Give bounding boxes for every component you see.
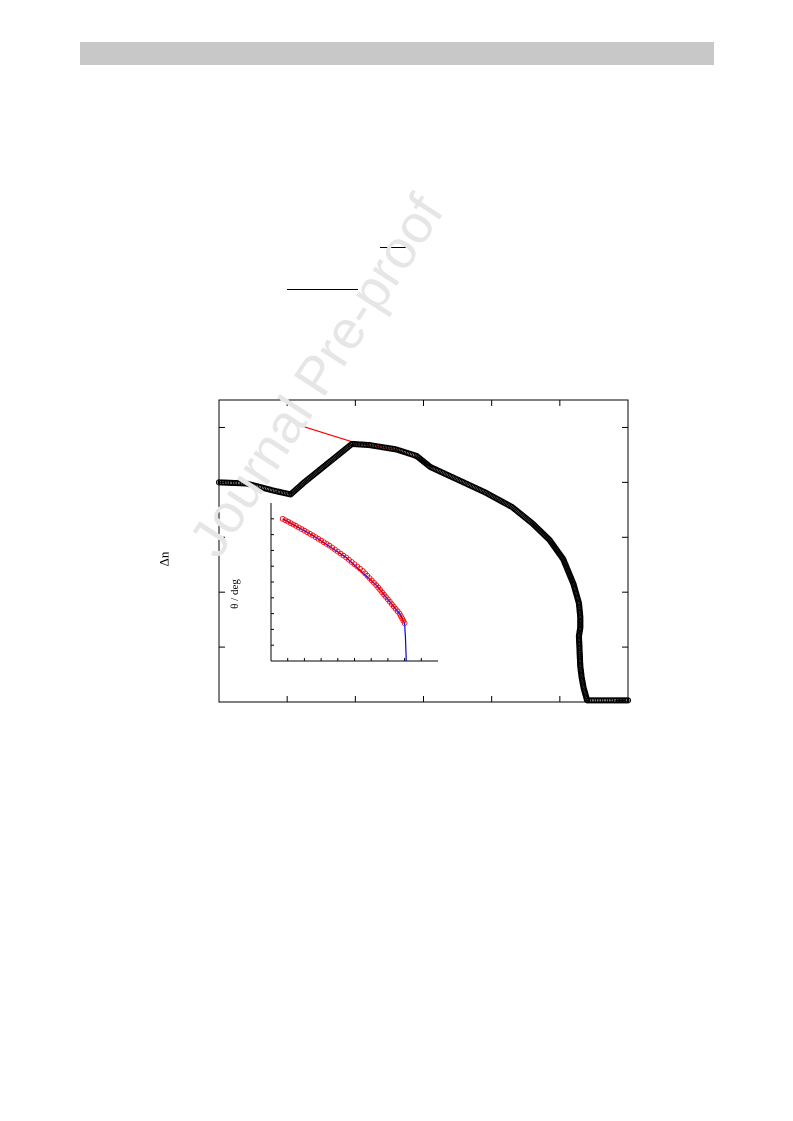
inset-data-point (295, 524, 302, 531)
inset-data-point (301, 527, 308, 534)
inset-data-points (279, 515, 408, 626)
inset-data-point (293, 523, 299, 529)
data-point (347, 441, 354, 448)
data-point (624, 697, 632, 704)
fraction-bar-small (380, 247, 412, 248)
inset-data-point (315, 535, 322, 542)
header-bar (80, 42, 714, 65)
inset-data-point (304, 529, 311, 536)
inset-data-point (401, 620, 408, 626)
inset-data-point (309, 532, 316, 539)
inset-data-point (323, 541, 330, 547)
inset-data-point (321, 539, 327, 546)
main-data-points (215, 440, 632, 704)
inset-fit-line (282, 518, 407, 662)
inset-data-point (298, 526, 305, 532)
inset-data-point (312, 534, 319, 540)
y-axis-label: Δn (156, 551, 172, 567)
inset-fit-curve (282, 518, 407, 662)
fraction-bar-large (287, 289, 358, 290)
inset-y-axis-label: θ / deg (228, 579, 241, 609)
inset-data-point (318, 537, 324, 544)
main-plot-ticks (219, 400, 628, 702)
inset-ticks (271, 518, 422, 661)
inset-data-point (307, 530, 313, 537)
